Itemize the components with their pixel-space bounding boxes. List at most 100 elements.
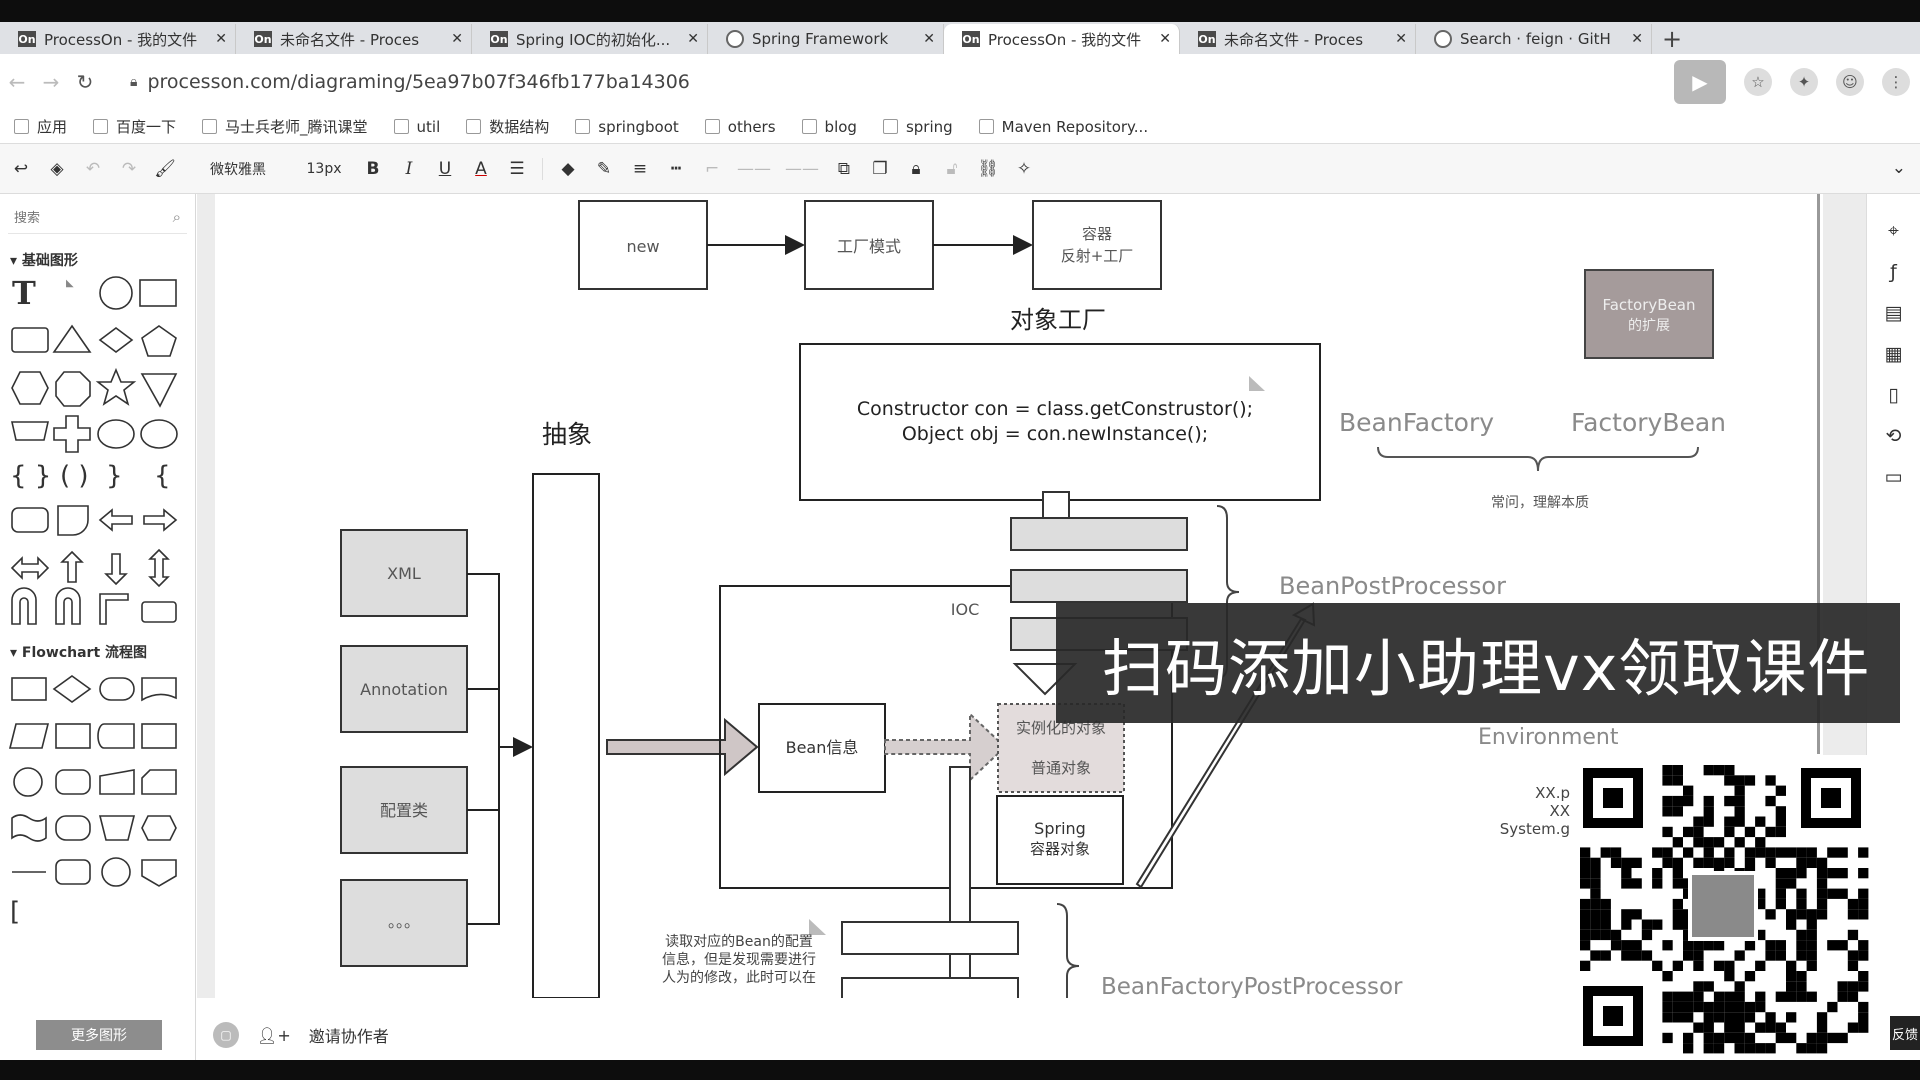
alt-process-shape[interactable] — [55, 815, 91, 841]
pentagon-shape[interactable] — [141, 325, 177, 357]
annotation-shape[interactable]: [ — [10, 897, 20, 927]
abstraction-bar[interactable] — [532, 473, 600, 998]
section-basic-shapes[interactable]: ▾ 基础图形 — [10, 253, 78, 269]
diagram-page[interactable]: new 工厂模式 容器 反射+工厂 对象工厂 Constructor con =… — [215, 194, 1823, 998]
close-icon[interactable]: ✕ — [451, 31, 463, 47]
font-color-button[interactable]: A — [475, 158, 487, 179]
trapezoid-shape[interactable] — [11, 421, 49, 441]
manual-op-shape[interactable] — [98, 815, 136, 841]
send-back-icon[interactable]: ❐ — [872, 158, 888, 179]
close-icon[interactable]: ✕ — [1631, 31, 1643, 47]
unlock-shape-icon[interactable]: 🔓︎ — [946, 158, 958, 179]
up-arrow-shape[interactable] — [60, 550, 84, 583]
format-painter-icon[interactable]: ◈ — [50, 158, 64, 179]
factorybean-extension-box[interactable] — [1584, 269, 1714, 359]
redo-icon[interactable]: ↷ — [121, 158, 137, 179]
bean-info-box[interactable] — [758, 703, 886, 793]
line-color-icon[interactable]: ✎ — [596, 158, 612, 179]
italic-button[interactable]: I — [405, 158, 413, 179]
end-arrow-icon[interactable]: —— — [785, 158, 819, 179]
double-arrow-shape[interactable] — [10, 556, 50, 580]
connector-icon[interactable]: ⌐ — [704, 158, 720, 179]
text-shape[interactable]: T — [12, 276, 36, 312]
arrow-to-bean-info[interactable] — [606, 717, 759, 777]
brace-shape[interactable]: { } — [10, 461, 51, 491]
start-arrow-icon[interactable]: —— — [737, 158, 771, 179]
bring-front-icon[interactable]: ⧉ — [837, 158, 851, 179]
profile-icon[interactable]: ☺ — [1836, 68, 1864, 96]
navigator-icon[interactable]: ⌖ — [1888, 220, 1899, 242]
back-to-files-icon[interactable]: ↩ — [13, 158, 29, 179]
u-turn-shape[interactable] — [11, 587, 37, 625]
bookmark-item[interactable]: others — [704, 118, 776, 136]
bookmark-item[interactable]: springboot — [575, 118, 679, 136]
card-flow-shape[interactable] — [141, 769, 177, 795]
page-settings-icon[interactable]: ▤ — [1884, 302, 1903, 324]
collapse-toolbar-icon[interactable]: ⌄ — [1891, 158, 1906, 178]
section-flowchart[interactable]: ▾ Flowchart 流程图 — [10, 645, 148, 661]
shape-search-input[interactable] — [8, 204, 148, 231]
etc-box[interactable] — [340, 879, 468, 967]
back-icon[interactable]: ← — [8, 70, 26, 94]
bfpp-bar-1[interactable] — [841, 921, 1019, 955]
bookmark-item[interactable]: Maven Repository... — [978, 118, 1148, 136]
browser-tab[interactable]: Search · feign · GitH✕ — [1416, 24, 1652, 54]
menu-icon[interactable]: ⋮ — [1882, 68, 1910, 96]
circle-shape[interactable] — [99, 276, 133, 310]
post-processor-bar-2[interactable] — [1010, 569, 1188, 603]
rounded-rect-shape[interactable] — [11, 327, 49, 353]
bookmark-item[interactable]: 百度一下 — [93, 116, 176, 137]
ellipse-shape[interactable] — [140, 419, 178, 449]
cloud-shape[interactable] — [97, 419, 135, 449]
bookmark-item[interactable]: 数据结构 — [466, 116, 549, 137]
brush-icon[interactable]: 🖌︎ — [154, 158, 176, 179]
document-icon[interactable]: ▯ — [1888, 384, 1899, 406]
feedback-button[interactable]: 反馈 — [1890, 1016, 1920, 1050]
processon-logo-icon[interactable]: ▶ — [1674, 60, 1726, 104]
link-icon[interactable]: ⛓︎ — [977, 158, 999, 179]
stored-data-shape[interactable] — [97, 723, 135, 749]
undo-icon[interactable]: ↶ — [85, 158, 101, 179]
down-arrow-shape[interactable] — [104, 553, 128, 586]
horizontal-brace[interactable] — [1377, 446, 1699, 472]
preparation-shape[interactable] — [141, 815, 177, 841]
image-shape[interactable]: ◣ — [66, 278, 74, 289]
fill-color-icon[interactable]: ◆ — [561, 158, 575, 179]
star-icon[interactable]: ☆ — [1744, 68, 1772, 96]
close-icon[interactable]: ✕ — [1159, 31, 1171, 47]
manual-input-shape[interactable] — [99, 769, 135, 795]
tape-shape[interactable] — [11, 814, 47, 842]
u-turn-2-shape[interactable] — [55, 587, 81, 625]
bookmark-item[interactable]: 马士兵老师_腾讯课堂 — [202, 116, 368, 137]
extensions-icon[interactable]: ✦ — [1790, 68, 1818, 96]
predefined-shape[interactable] — [55, 723, 91, 749]
cross-shape[interactable] — [53, 415, 91, 453]
inverted-triangle-shape[interactable] — [140, 373, 178, 408]
comment-icon[interactable]: ▭ — [1884, 466, 1903, 488]
offpage-shape[interactable] — [141, 859, 177, 887]
close-icon[interactable]: ✕ — [1395, 31, 1407, 47]
post-processor-bar-1[interactable] — [1010, 517, 1188, 551]
new-box[interactable] — [578, 200, 708, 290]
close-icon[interactable]: ✕ — [923, 31, 935, 47]
document-shape[interactable] — [141, 677, 177, 702]
font-family-select[interactable]: 微软雅黑 — [210, 161, 266, 178]
invite-collaborator-button[interactable]: 邀请协作者 — [308, 1027, 389, 1046]
right-arrow-shape[interactable] — [143, 508, 178, 532]
display-shape[interactable] — [55, 769, 91, 795]
octagon-shape[interactable] — [55, 371, 91, 407]
bookmark-item[interactable]: blog — [801, 118, 857, 136]
close-icon[interactable]: ✕ — [687, 31, 699, 47]
corner-shape[interactable] — [99, 593, 129, 625]
rect-shape[interactable] — [139, 279, 177, 307]
browser-tab[interactable]: Spring Framework✕ — [708, 24, 944, 54]
formula-icon[interactable]: ƒ — [1890, 261, 1897, 283]
star-shape[interactable] — [95, 367, 137, 406]
hexagon-shape[interactable] — [11, 371, 49, 405]
align-icon[interactable]: ☰ — [509, 158, 525, 179]
history-icon[interactable]: ⟲ — [1885, 425, 1902, 447]
